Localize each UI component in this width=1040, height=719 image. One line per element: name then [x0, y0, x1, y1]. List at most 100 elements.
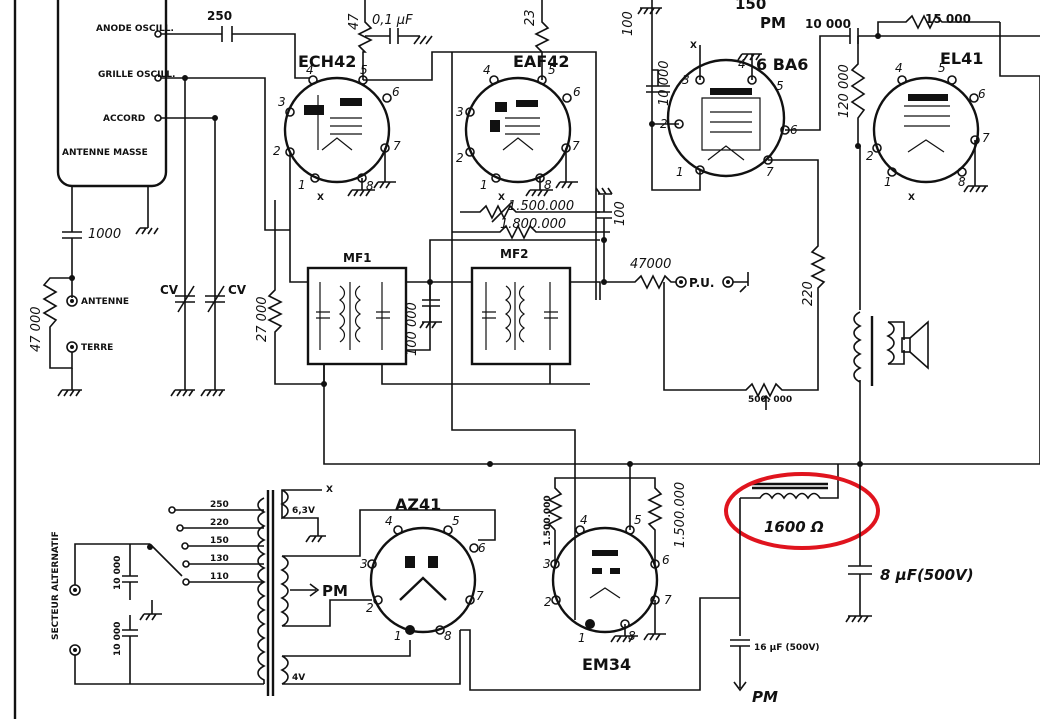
svg-text:3: 3 [543, 557, 551, 571]
svg-text:1: 1 [884, 175, 892, 189]
v220-label: 220 [210, 518, 229, 528]
anode-oscill-label: ANODE OSCILL. [96, 24, 174, 34]
v250-label: 250 [210, 500, 229, 510]
c250-label: 250 [207, 9, 232, 23]
svg-text:3: 3 [456, 105, 464, 119]
svg-text:4: 4 [483, 63, 491, 77]
svg-text:1: 1 [578, 631, 586, 645]
resistor-220 [768, 159, 826, 391]
svg-text:2: 2 [544, 595, 552, 609]
r1500000-label: 1.500.000 [508, 199, 574, 214]
v63-label: 6,3V [292, 506, 315, 516]
svg-text:5: 5 [776, 79, 784, 93]
r47000b-label: 47000 [630, 257, 671, 272]
c01uf-label: 0,1 μF [372, 13, 413, 28]
if-transformer-mf1: MF1 [306, 251, 408, 366]
volume-pot[interactable] [663, 282, 800, 410]
resistor-27000 [267, 200, 325, 385]
svg-text:2: 2 [273, 144, 281, 158]
resistor-1500000a [547, 477, 631, 564]
svg-text:7: 7 [476, 589, 484, 603]
cv1-label: CV [160, 283, 179, 297]
antenne-jack[interactable] [66, 295, 78, 307]
cv2-label: CV [228, 283, 247, 297]
mf1-label: MF1 [343, 251, 372, 265]
pm-mid-label: PM [322, 582, 348, 600]
v150-label: 150 [210, 536, 229, 546]
svg-text:7: 7 [572, 139, 580, 153]
svg-text:7: 7 [664, 593, 672, 607]
svg-text:4: 4 [738, 57, 746, 71]
svg-text:4: 4 [306, 63, 314, 77]
svg-text:5: 5 [360, 63, 368, 77]
svg-text:7: 7 [393, 139, 401, 153]
az41-label: AZ41 [395, 495, 441, 514]
resistor-23 [534, 0, 550, 80]
antenne-masse-label: ANTENNE MASSE [62, 148, 148, 158]
voltage-selector[interactable] [149, 543, 183, 577]
svg-text:1: 1 [298, 178, 306, 192]
x-label: X [326, 485, 333, 495]
svg-text:5: 5 [938, 61, 946, 75]
c10000a-label: 10 000 [657, 61, 672, 107]
svg-text:6: 6 [573, 85, 581, 99]
c100-label: 100 [613, 201, 628, 226]
svg-text:8: 8 [444, 629, 452, 643]
r100-label: 100 [621, 11, 636, 36]
c16uf-label: 16 μF (500V) [754, 643, 820, 653]
resistor-1500000b [630, 477, 663, 564]
pu-label: P.U. [689, 276, 714, 290]
c10000c-label: 10 000 [113, 556, 123, 590]
resistor-1500000 [460, 204, 600, 220]
pot500000-label: 500. 000 [748, 395, 792, 405]
svg-text:8: 8 [366, 179, 374, 193]
r1800000-label: 1.800.000 [500, 217, 566, 232]
svg-text:6: 6 [392, 85, 400, 99]
svg-text:5: 5 [634, 513, 642, 527]
svg-text:6: 6 [478, 541, 486, 555]
r23-label: 23 [523, 9, 538, 26]
svg-text:8: 8 [544, 178, 552, 192]
c10000b-label: 10 000 [805, 17, 851, 31]
svg-text:6: 6 [662, 553, 670, 567]
svg-text:3: 3 [278, 95, 286, 109]
c100000-label: 100 000 [405, 302, 420, 356]
svg-text:6: 6 [978, 87, 986, 101]
resistor-1800000 [452, 224, 610, 240]
pm-bottom-label: PM [752, 688, 778, 706]
em34-label: EM34 [582, 655, 631, 674]
grille-oscill-label: GRILLE OSCILL. [98, 70, 175, 80]
svg-text:3: 3 [360, 557, 368, 571]
el41-label: EL41 [940, 49, 983, 68]
speaker [888, 321, 905, 365]
svg-text:2: 2 [456, 151, 464, 165]
filter-choke [740, 464, 839, 500]
svg-text:8: 8 [958, 175, 966, 189]
svg-text:X: X [317, 193, 324, 203]
c150-label: 150 [735, 0, 766, 13]
svg-text:2: 2 [866, 149, 874, 163]
svg-text:5: 5 [452, 514, 460, 528]
pu-jack[interactable] [675, 276, 687, 288]
mf2-label: MF2 [500, 247, 529, 261]
secteur-label: SECTEUR ALTERNATIF [51, 531, 61, 640]
pm-top-label: PM [760, 14, 786, 32]
r120000-label: 120 000 [837, 64, 852, 118]
power-transformer-primary [257, 497, 266, 684]
tube-ech42: ECH42 4 5 3 6 2 7 1 8 X [273, 52, 401, 203]
svg-text:1: 1 [394, 629, 402, 643]
junction-dots [69, 33, 881, 467]
output-transformer [853, 311, 862, 383]
svg-text:2: 2 [366, 601, 374, 615]
svg-text:X: X [690, 41, 697, 51]
r220-label: 220 [801, 281, 816, 306]
r1500000a-label: 1.500.000 [543, 495, 553, 546]
ech42-label: ECH42 [298, 52, 356, 71]
highlight-circle [724, 472, 880, 550]
c8uf-label: 8 μF(500V) [880, 566, 974, 584]
terre-label: TERRE [81, 343, 113, 353]
